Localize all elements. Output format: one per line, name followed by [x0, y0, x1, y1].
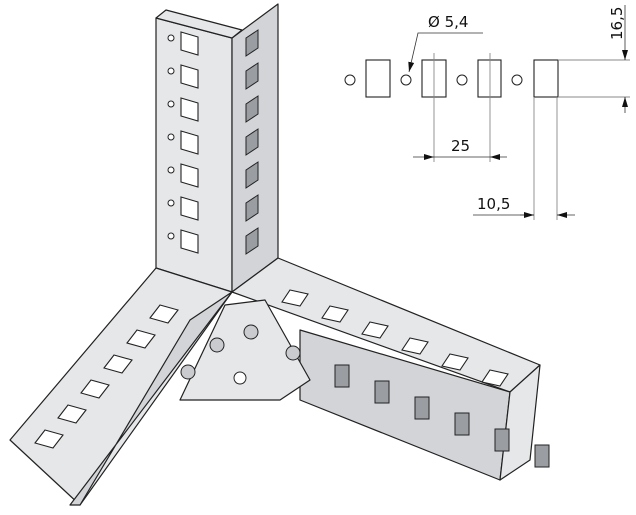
hole: [167, 133, 175, 141]
slot: [321, 305, 349, 323]
slot: [180, 97, 199, 122]
hole-pattern-detail: Ø 5,4 25 10,5 16,5: [344, 5, 630, 220]
vertical-upright: [155, 3, 279, 293]
hole: [167, 166, 175, 174]
slot: [126, 329, 156, 349]
hole: [167, 100, 175, 108]
left-horizontal-beam: [9, 267, 233, 506]
right-horizontal-beam: [231, 257, 550, 481]
slot: [245, 128, 259, 156]
hole-diameter-label: Ø 5,4: [428, 13, 468, 31]
slot: [103, 354, 133, 374]
slot: [374, 380, 390, 404]
slot: [149, 304, 179, 324]
slot: [281, 289, 309, 307]
slot: [414, 396, 430, 420]
slot: [180, 163, 199, 188]
slot: [245, 95, 259, 123]
slot: [245, 29, 259, 57]
slot-width-label: 10,5: [477, 195, 510, 213]
slot: [361, 321, 389, 339]
hole: [167, 232, 175, 240]
hole: [167, 67, 175, 75]
slot: [494, 428, 510, 452]
hole: [167, 199, 175, 207]
slot: [180, 130, 199, 155]
slot: [454, 412, 470, 436]
slot: [180, 31, 199, 56]
slot: [180, 196, 199, 221]
slot: [180, 229, 199, 254]
slot: [34, 429, 64, 449]
slot: [401, 337, 429, 355]
slot: [534, 444, 550, 468]
slot: [245, 194, 259, 222]
slot: [245, 161, 259, 189]
hole: [167, 34, 175, 42]
slot: [80, 379, 110, 399]
slot: [180, 64, 199, 89]
corner-bracket: [179, 299, 311, 401]
slot: [245, 62, 259, 90]
slot: [441, 353, 469, 371]
slot: [57, 404, 87, 424]
slot: [334, 364, 350, 388]
slot-height-label: 16,5: [608, 7, 626, 40]
slot: [245, 227, 259, 255]
pitch-label: 25: [451, 137, 470, 155]
slot: [481, 369, 509, 387]
